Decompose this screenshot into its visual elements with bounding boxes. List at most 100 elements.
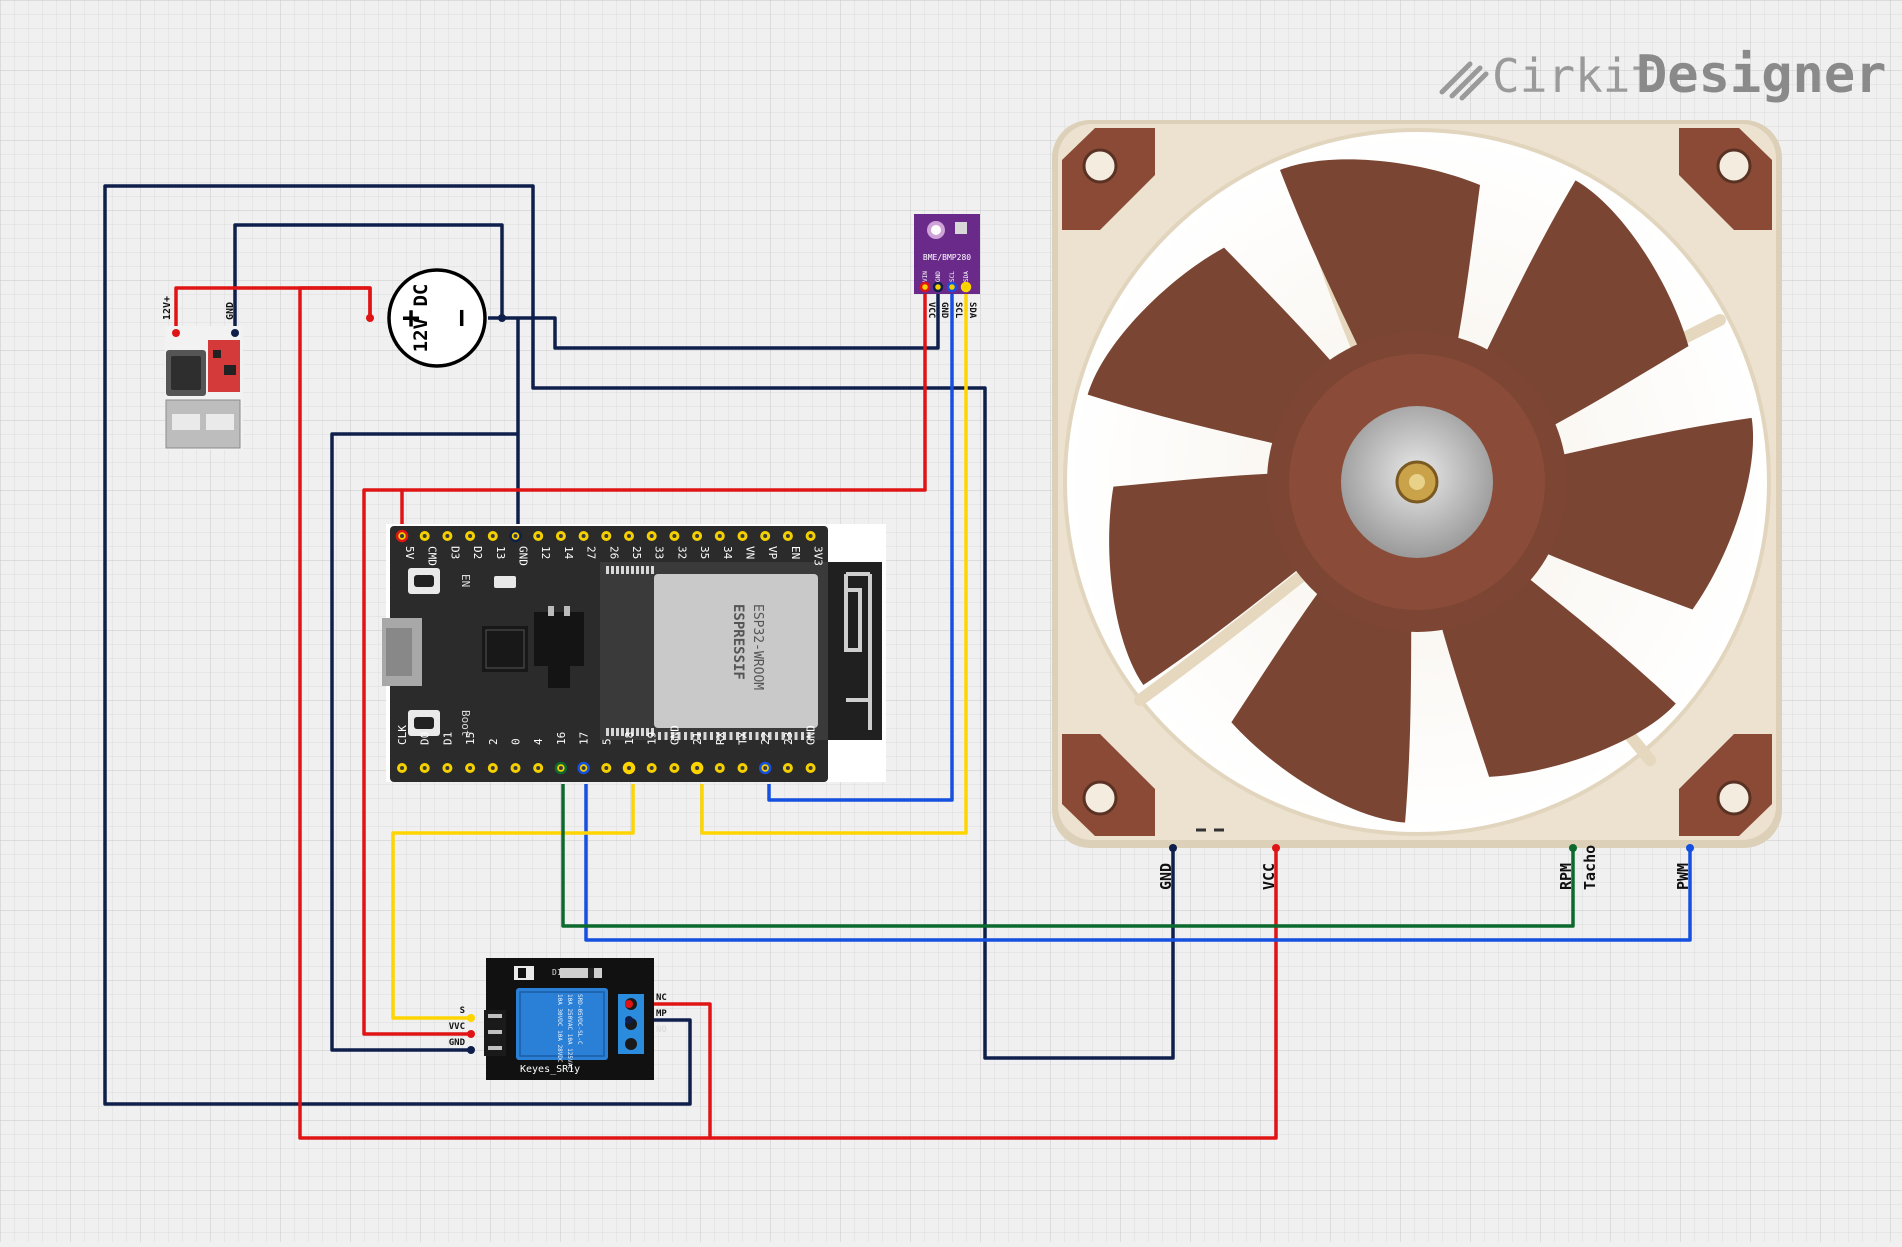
fan-pin[interactable] [1169, 844, 1177, 852]
esp32-pin-hole [717, 534, 722, 538]
wire-12v-relay-nc[interactable] [298, 286, 712, 1140]
sensor-pin-label: GND [939, 302, 949, 319]
esp32-pin-hole [581, 534, 586, 538]
esp32-module-pad [690, 732, 694, 740]
esp32-pin-hole [695, 766, 700, 770]
sensor-pin-label: SCL [953, 302, 963, 319]
sensor-pin-silk: VIN [922, 271, 929, 282]
esp32-pin-hole [400, 534, 404, 538]
wire-fan-gnd[interactable] [531, 318, 1175, 1060]
relay-header-pin [488, 1014, 502, 1018]
buck-ic [213, 350, 221, 358]
esp32-pin-top-label: 35 [698, 546, 711, 559]
esp32-pin-hole [717, 766, 722, 770]
relay-body-text: 10A 30VDC 10A 28VDC [556, 994, 563, 1063]
esp32-pin-hole [513, 534, 518, 538]
esp32-pin-top-label: GND [517, 546, 530, 566]
esp32-button-boot-cap [414, 717, 434, 729]
wire-gnd-outer-loop[interactable] [103, 184, 692, 1106]
relay-pin-right[interactable] [625, 1016, 633, 1024]
esp32-antenna [844, 572, 872, 730]
sensor-pin-silk: SCL [949, 271, 956, 282]
esp32-module-pad [781, 732, 785, 740]
sensor-pin-label: SDA [967, 302, 977, 319]
sensor-pin[interactable] [946, 281, 958, 293]
sensor-pin[interactable] [919, 281, 931, 293]
relay-pin-right-label: MP [656, 1009, 667, 1019]
buck-converter-usb[interactable]: 12V+ GND [162, 296, 243, 450]
relay-diode-label: D1 [552, 968, 562, 977]
esp32-pin-bottom-label: 16 [555, 732, 568, 745]
fan-pin[interactable] [1272, 844, 1280, 852]
esp32-pin-hole [672, 766, 677, 770]
usb-port-slot [172, 414, 200, 430]
esp32-module-pad [664, 732, 668, 740]
wire-fan-rpm[interactable] [561, 784, 1575, 928]
dc-plus-sign: + [402, 301, 420, 336]
relay-pin-right[interactable] [625, 1000, 633, 1008]
wire-fan-vcc[interactable] [710, 848, 1278, 1140]
sensor-pin[interactable] [932, 281, 944, 293]
sensor-pin-silk: GND [935, 271, 942, 282]
esp32-pin-hole [740, 534, 745, 538]
relay-header-pin [488, 1046, 502, 1050]
esp32-pin-top-label: 32 [675, 546, 688, 559]
relay-pin-left[interactable] [467, 1046, 475, 1054]
logo-text-light: Cirkit [1492, 49, 1658, 103]
esp32-pin-bottom-label: 18 [623, 732, 636, 745]
esp32-module-brand: ESPRESSIF [730, 604, 746, 680]
relay-terminal-screw [625, 1038, 637, 1050]
wire-scl[interactable] [767, 294, 954, 802]
esp32-module-pad [631, 566, 634, 574]
fan-pin[interactable] [1569, 844, 1577, 852]
esp32-shield [654, 574, 818, 728]
wires [103, 184, 1692, 1140]
esp32-pin-bottom-label: 17 [578, 732, 591, 745]
cooling-fan[interactable] [1052, 120, 1782, 848]
esp32-pin-hole [422, 534, 427, 538]
dc-power-source[interactable]: 12V DC + − [366, 268, 506, 368]
relay-pin-left[interactable] [467, 1014, 475, 1022]
relay-led-dot [518, 968, 526, 978]
fan-bearing-center [1409, 474, 1425, 490]
relay-pin-left[interactable] [467, 1030, 475, 1038]
logo-text-bold: Designer [1636, 45, 1886, 105]
esp32-regulator [534, 612, 584, 666]
dc-minus-terminal[interactable] [498, 314, 506, 322]
esp32-module-pad [788, 732, 791, 740]
esp32-pin-hole [649, 534, 654, 538]
fan-pin[interactable] [1686, 844, 1694, 852]
sensor-pin-silk: SDA [963, 271, 970, 282]
buck-pin-12v[interactable] [172, 329, 180, 337]
esp32-pin-hole [808, 766, 813, 770]
wire-sda[interactable] [700, 294, 968, 835]
wire-fan-pwm[interactable] [584, 784, 1692, 942]
esp32-pin-hole [445, 766, 450, 770]
esp32-en-label: EN [459, 574, 472, 587]
relay-diode-band [588, 968, 594, 978]
esp32-pin-bottom-label: 19 [646, 732, 659, 745]
esp32-module-pad [710, 732, 713, 740]
relay-diode [560, 968, 602, 978]
esp32-pin-hole [627, 766, 631, 770]
relay-body-text: 10A 250VAC 10A 125VAC [566, 994, 573, 1070]
wire-relay-vcc[interactable] [362, 488, 471, 1036]
esp32-regulator-tab [548, 606, 554, 616]
buck-pin-gnd[interactable] [231, 329, 239, 337]
esp32-pin-hole [763, 534, 768, 538]
wire-buck-gnd[interactable] [233, 223, 504, 333]
esp32-module-pad [611, 566, 614, 574]
sensor-pin[interactable] [960, 281, 972, 293]
wire-relay-gnd[interactable] [330, 432, 518, 1052]
wire-relay-signal[interactable] [391, 784, 635, 1020]
relay-pin-left-label: S [460, 1006, 465, 1016]
wire-esp-5v[interactable] [400, 294, 927, 536]
esp32-module-pad [697, 732, 700, 740]
esp32-pin-hole [558, 534, 563, 538]
dc-plus-terminal[interactable] [366, 314, 374, 322]
esp32-pin-bottom-label: 23 [782, 732, 795, 745]
